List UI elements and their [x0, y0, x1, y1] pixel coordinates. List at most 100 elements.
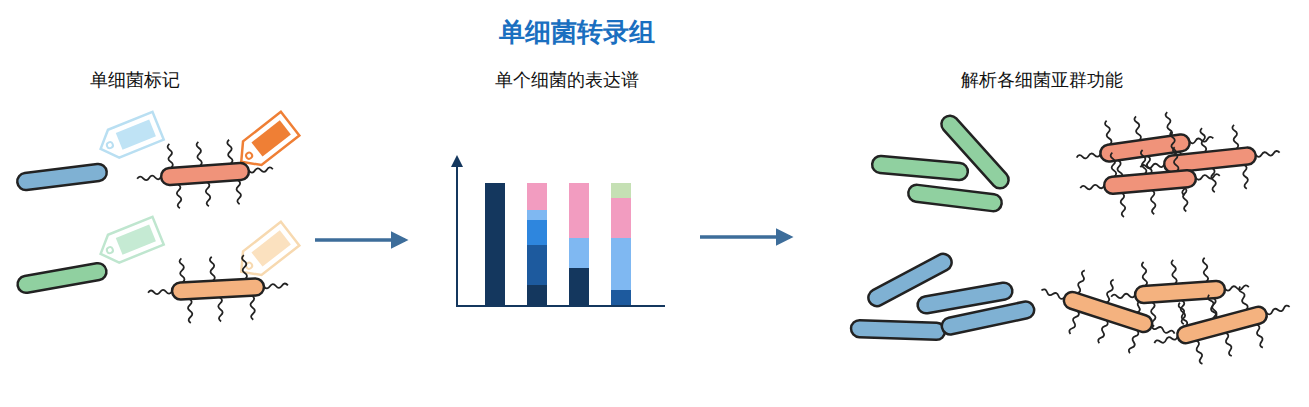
flagellum — [1225, 285, 1249, 291]
cell-body — [907, 184, 1002, 212]
cell-body — [16, 163, 107, 191]
flagellum — [236, 180, 242, 204]
label-tag — [95, 217, 164, 268]
rod-bacterium — [938, 112, 1012, 192]
flagellum — [1104, 279, 1115, 303]
flagellum — [1041, 288, 1065, 299]
cell-body — [1103, 170, 1196, 195]
flagellum — [1110, 152, 1116, 176]
flagellum — [188, 299, 193, 323]
flagellum — [176, 184, 182, 208]
flagellum — [1196, 174, 1220, 180]
flagellum — [1178, 302, 1188, 326]
bar-segment — [569, 238, 589, 268]
flagellum — [205, 182, 211, 206]
flagellum — [1150, 302, 1156, 326]
label-tag — [95, 112, 164, 163]
flagellum — [1120, 193, 1126, 217]
flagellum — [1256, 151, 1280, 157]
flagellum — [1105, 120, 1112, 144]
flagellum — [1097, 320, 1108, 344]
axis-head — [451, 155, 463, 167]
bar-segment — [485, 183, 505, 305]
flagellum — [1171, 260, 1177, 284]
flagellum — [179, 258, 184, 282]
flagellum — [250, 296, 255, 320]
bar-segment — [611, 238, 631, 290]
flagellum — [1210, 168, 1216, 192]
cell-body — [940, 300, 1035, 336]
cell-body — [871, 155, 968, 180]
flagellum — [1194, 340, 1204, 364]
flagellum — [148, 289, 172, 294]
flagellum — [210, 257, 215, 281]
flagellum — [1154, 335, 1178, 345]
flagellum — [1182, 187, 1188, 211]
label-tag — [232, 222, 299, 284]
bar-segment — [611, 290, 631, 305]
bar-segment — [527, 245, 547, 285]
flagellum — [1200, 128, 1206, 152]
bar-segment — [569, 268, 589, 305]
y-axis — [456, 165, 458, 306]
rod-bacterium — [940, 300, 1035, 336]
cell-body — [851, 320, 946, 340]
flagellum — [1076, 152, 1100, 159]
bar-segment — [527, 285, 547, 305]
cell-body — [1163, 147, 1256, 174]
panel-heading: 解析各细菌亚群功能 — [961, 68, 1123, 92]
panel-heading: 单个细菌的表达谱 — [495, 68, 639, 92]
flagellated-bacterium — [1077, 144, 1222, 221]
flagellum — [1128, 330, 1139, 354]
rod-bacterium — [851, 320, 946, 340]
flagellum — [1224, 332, 1234, 356]
bar-segment — [611, 183, 631, 198]
flagellum — [137, 175, 161, 181]
cell-body — [172, 278, 265, 300]
rod-bacterium — [16, 163, 107, 191]
x-axis — [456, 305, 665, 307]
flagellum — [1141, 150, 1147, 174]
flow-arrow — [700, 235, 790, 239]
flagellum — [1242, 165, 1248, 189]
flagellum — [1150, 190, 1156, 214]
flagellum — [1151, 324, 1175, 335]
flagellum — [1142, 262, 1148, 286]
bar-segment — [527, 183, 547, 210]
flagellated-bacterium — [1031, 259, 1184, 364]
panel-heading: 单细菌标记 — [90, 68, 180, 92]
flagellum — [196, 142, 202, 166]
diagram-title: 单细菌转录组 — [499, 15, 655, 50]
flagellum — [1232, 125, 1238, 149]
flagellum — [242, 255, 247, 279]
cell-body — [938, 112, 1012, 192]
flow-arrow — [315, 238, 405, 242]
rod-bacterium — [871, 155, 968, 180]
flagellated-bacterium — [135, 137, 275, 211]
flagellum — [1203, 258, 1209, 282]
flagellum — [1173, 147, 1179, 171]
flagellum — [1255, 324, 1265, 348]
flagellum — [1111, 293, 1135, 299]
rod-bacterium — [907, 184, 1002, 212]
bar-segment — [611, 198, 631, 238]
flagellum — [1134, 116, 1141, 140]
bar-segment — [527, 210, 547, 220]
bar-segment — [569, 183, 589, 238]
cell-body — [16, 262, 108, 294]
flagellum — [264, 283, 288, 288]
flagellum — [1080, 184, 1104, 190]
flagellum — [227, 140, 233, 164]
rod-bacterium — [16, 262, 108, 294]
flagellated-bacterium — [1146, 275, 1298, 374]
flagellum — [218, 297, 223, 321]
flagellated-bacterium — [146, 253, 289, 325]
flagellum — [1238, 286, 1248, 310]
bar-segment — [527, 220, 547, 245]
flagellum — [249, 167, 273, 173]
flagellum — [1069, 311, 1080, 335]
flagellum — [1266, 305, 1290, 315]
cell-body — [1175, 305, 1268, 345]
flagellum — [1207, 294, 1217, 318]
